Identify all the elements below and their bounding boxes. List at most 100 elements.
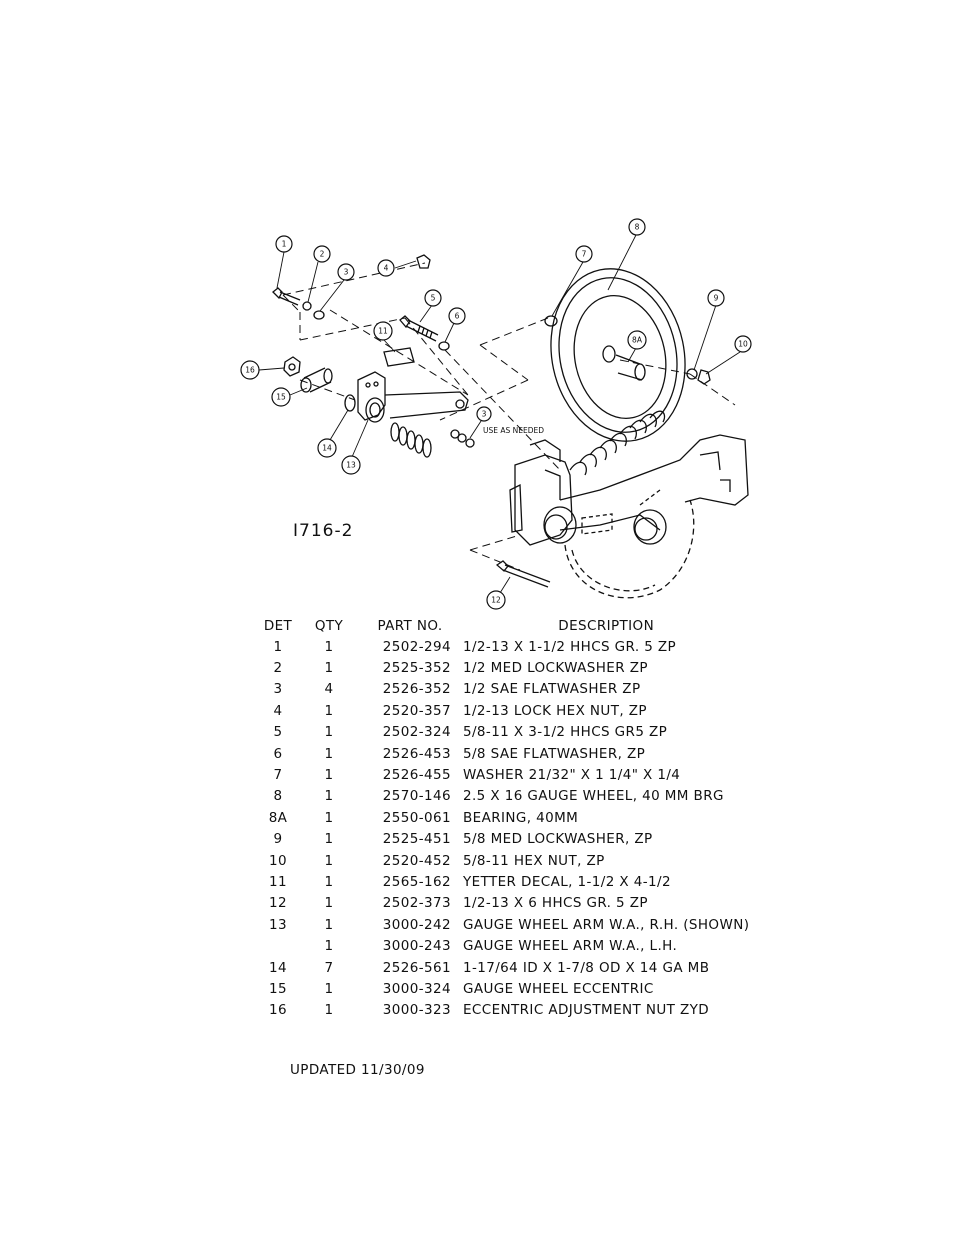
- cell-description: GAUGE WHEEL ARM W.A., L.H.: [463, 938, 678, 955]
- cell-qty: 1: [324, 788, 334, 805]
- cell-description: 5/8 MED LOCKWASHER, ZP: [463, 831, 653, 848]
- table-row: 1 1 2502-294 1/2-13 X 1-1/2 HHCS GR. 5 ZP: [255, 636, 749, 657]
- cell-description: 5/8 SAE FLATWASHER, ZP: [463, 745, 646, 762]
- cell-det: 14: [269, 959, 287, 976]
- callout-9: 9: [714, 294, 719, 303]
- header-det: DET: [263, 618, 293, 634]
- cell-part-no: 3000-323: [382, 1002, 451, 1019]
- cell-part-no: 2525-451: [382, 831, 451, 848]
- cell-part-no: 2526-561: [382, 959, 451, 976]
- cell-description: 5/8-11 HEX NUT, ZP: [463, 852, 605, 869]
- table-row: 9 1 2525-451 5/8 MED LOCKWASHER, ZP: [255, 829, 749, 850]
- cell-description: 1/2-13 X 1-1/2 HHCS GR. 5 ZP: [463, 638, 677, 655]
- table-row: 8 1 2570-146 2.5 X 16 GAUGE WHEEL, 40 MM BR…: [255, 786, 749, 807]
- callout-7: 7: [582, 250, 587, 259]
- cell-qty: 1: [324, 916, 334, 933]
- cell-qty: 1: [324, 1002, 334, 1019]
- cell-part-no: 2526-453: [382, 745, 451, 762]
- cell-description: 1/2 MED LOCKWASHER ZP: [463, 660, 648, 677]
- callout-10: 10: [738, 340, 748, 349]
- cell-det: 2: [273, 660, 283, 677]
- use-as-needed-note: USE AS NEEDED: [483, 426, 544, 435]
- cell-qty: 1: [324, 660, 334, 677]
- callout-15: 15: [276, 393, 286, 402]
- cell-description: 1-17/64 ID X 1-7/8 OD X 14 GA MB: [463, 959, 710, 976]
- callout-13: 13: [346, 461, 356, 470]
- callout-14: 14: [322, 444, 332, 453]
- callout-6: 6: [455, 312, 460, 321]
- callout-8: 8: [635, 223, 640, 232]
- cell-det: 8: [273, 788, 283, 805]
- cell-qty: 1: [324, 638, 334, 655]
- cell-det: 1: [273, 638, 283, 655]
- callout-1: 1: [282, 240, 287, 249]
- callout-16: 16: [245, 366, 255, 375]
- cell-det: 11: [269, 873, 287, 890]
- cell-det: 4: [273, 702, 283, 719]
- cell-det: 9: [273, 831, 283, 848]
- row-unit-frame-drawing: [509, 434, 749, 599]
- callout-2: 2: [320, 250, 325, 259]
- gauge-wheel-drawing: [550, 268, 686, 442]
- callout-12: 12: [491, 596, 501, 605]
- table-header-row: DET QTY PART NO. DESCRIPTION: [255, 616, 749, 636]
- table-row: 4 1 2520-357 1/2-13 LOCK HEX NUT, ZP: [255, 700, 749, 721]
- cell-part-no: 3000-324: [382, 980, 451, 997]
- cell-part-no: 2520-357: [382, 702, 451, 719]
- table-row: 13 1 3000-242 GAUGE WHEEL ARM W.A., R.H. (S…: [255, 914, 749, 935]
- table-row: 5 1 2502-324 5/8-11 X 3-1/2 HHCS GR5 ZP: [255, 722, 749, 743]
- cell-qty: 1: [324, 980, 334, 997]
- callout-3: 3: [344, 268, 349, 277]
- cell-description: BEARING, 40MM: [463, 809, 579, 826]
- updated-date: UPDATED 11/30/09: [290, 1062, 425, 1078]
- cell-part-no: 2526-352: [382, 681, 451, 698]
- cell-description: 2.5 X 16 GAUGE WHEEL, 40 MM BRG: [463, 788, 724, 805]
- cell-det: 15: [269, 980, 287, 997]
- table-row: 2 1 2525-352 1/2 MED LOCKWASHER ZP: [255, 657, 749, 678]
- cell-part-no: 2502-294: [382, 638, 451, 655]
- cell-part-no: 2565-162: [382, 873, 451, 890]
- cell-qty: 1: [324, 852, 334, 869]
- cell-part-no: 2520-452: [382, 852, 451, 869]
- cell-part-no: 3000-242: [382, 916, 451, 933]
- cell-qty: 4: [324, 681, 334, 698]
- cell-qty: 1: [324, 831, 334, 848]
- cell-qty: 1: [324, 702, 334, 719]
- cell-qty: 1: [324, 724, 334, 741]
- callout-8a: 8A: [632, 336, 643, 345]
- cell-det: 7: [273, 767, 283, 784]
- drawing-code: I716-2: [293, 521, 354, 541]
- cell-description: 1/2-13 LOCK HEX NUT, ZP: [463, 702, 647, 719]
- cell-part-no: 2502-373: [382, 895, 451, 912]
- cell-det: 5: [273, 724, 283, 741]
- gauge-wheel-arm-drawing: [357, 371, 469, 423]
- cell-description: 5/8-11 X 3-1/2 HHCS GR5 ZP: [463, 724, 668, 741]
- cell-qty: 7: [324, 959, 334, 976]
- cell-part-no: 2526-455: [382, 767, 451, 784]
- table-row: 1 3000-243 GAUGE WHEEL ARM W.A., L.H.: [255, 935, 749, 956]
- header-part-no: PART NO.: [377, 618, 443, 634]
- table-row: 10 1 2520-452 5/8-11 HEX NUT, ZP: [255, 850, 749, 871]
- cell-qty: 1: [324, 895, 334, 912]
- header-description: DESCRIPTION: [558, 618, 655, 634]
- cell-det: 10: [269, 852, 287, 869]
- cell-det: 13: [269, 916, 287, 933]
- cell-det: 3: [273, 681, 283, 698]
- cell-qty: 1: [324, 767, 334, 784]
- cell-part-no: 2525-352: [382, 660, 451, 677]
- exploded-view-diagram: 1 2 3 4 5 6 7 8 8A 9 10 11 12 13 14 15 1…: [240, 218, 752, 610]
- cell-description: GAUGE WHEEL ARM W.A., R.H. (SHOWN): [463, 916, 750, 933]
- cell-part-no: 2502-324: [382, 724, 451, 741]
- cell-det: 12: [269, 895, 287, 912]
- cell-part-no: 3000-243: [382, 938, 451, 955]
- cell-det: 6: [273, 745, 283, 762]
- cell-part-no: 2570-146: [382, 788, 451, 805]
- cell-qty: 1: [324, 938, 334, 955]
